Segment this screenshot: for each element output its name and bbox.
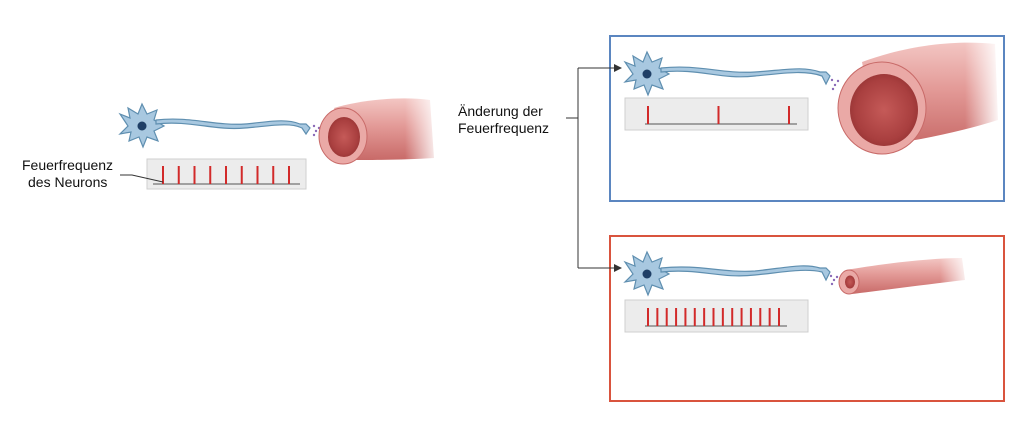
- constriction-neuron: [623, 250, 839, 297]
- dilation-spike-strip: [624, 97, 809, 131]
- dilation-vessel: [837, 40, 1001, 155]
- constriction-nucleus: [642, 269, 652, 279]
- constriction-vessel: [838, 255, 970, 295]
- baseline-nucleus: [137, 121, 147, 131]
- dilation-panel-frame: [609, 35, 1005, 202]
- firing-rate-label-line2: des Neurons: [28, 174, 108, 190]
- constriction-spike-strip: [624, 299, 809, 333]
- dilation-nucleus: [642, 69, 652, 79]
- change-label-line1: Änderung der: [458, 103, 543, 119]
- arrow-to-dilation: [614, 64, 622, 72]
- baseline-neuron: [118, 102, 321, 149]
- change-connector: [566, 67, 616, 269]
- firing-rate-label-line1: Feuerfrequenz: [22, 157, 114, 173]
- change-label: Änderung der Feuerfrequenz: [458, 103, 549, 137]
- arrow-to-constriction: [614, 264, 622, 272]
- firing-rate-label: Feuerfrequenz des Neurons: [22, 157, 113, 191]
- constriction-panel-frame: [609, 235, 1005, 402]
- firing-rate-pointer: [120, 174, 164, 183]
- change-label-line2: Feuerfrequenz: [458, 120, 550, 136]
- baseline-spike-strip: [146, 158, 307, 190]
- dilation-neuron: [623, 50, 840, 97]
- baseline-vessel: [318, 96, 440, 165]
